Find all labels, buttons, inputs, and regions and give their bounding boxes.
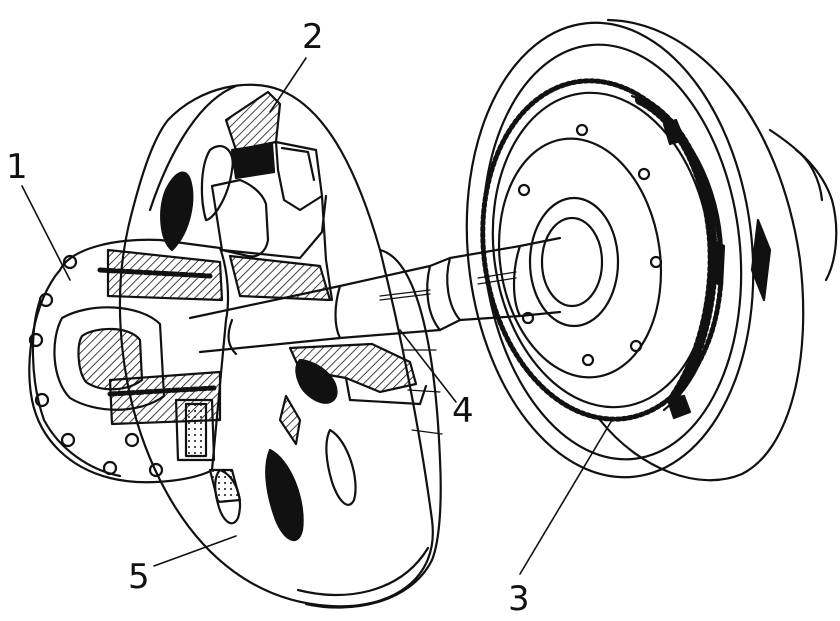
callout-label-3: 3 (508, 579, 530, 619)
axle-box-housing (28, 238, 230, 484)
bolt (28, 332, 44, 348)
brake-block-lower (288, 342, 428, 406)
wheel-spoke-hole (325, 428, 357, 506)
wheel-spoke-hole (265, 448, 304, 542)
bolt (124, 432, 140, 448)
bolt (62, 254, 78, 270)
bolt (102, 460, 118, 476)
wheel-spoke-hole (160, 171, 194, 252)
gear-ring-outer (480, 78, 724, 422)
housing-section-mid (228, 254, 332, 302)
right-wheel-back-rim (598, 18, 805, 482)
leader-3 (519, 419, 613, 575)
right-hub (528, 196, 620, 328)
bolt-hole (517, 183, 531, 197)
leader-4 (399, 329, 457, 403)
callout-label-2: 2 (302, 17, 324, 57)
leader-1 (21, 185, 71, 281)
right-wheel-flange (465, 21, 755, 479)
bolt (60, 432, 76, 448)
bolt (34, 392, 50, 408)
callout-label-1: 1 (6, 147, 28, 187)
bolt-hole (637, 167, 651, 181)
callout-label-5: 5 (128, 557, 150, 597)
bolt-hole (581, 353, 595, 367)
axle-lower-edge (198, 310, 562, 354)
leader-5 (153, 535, 237, 567)
housing-section-top (224, 90, 282, 152)
left-wheel-outer-rim (118, 83, 434, 608)
axle-box (28, 238, 230, 484)
callout-label-4: 4 (452, 391, 474, 431)
gear-hub-plate (497, 137, 663, 379)
wheel-spoke-hole (200, 145, 234, 222)
left-wheel (118, 83, 443, 609)
left-wheel-tread (148, 84, 238, 212)
bolt-hole (521, 311, 535, 325)
right-wheel (465, 18, 838, 482)
bolt (38, 292, 54, 308)
sectioned-bearing-housing (210, 90, 334, 302)
leader-2 (269, 57, 307, 113)
bolt-hole (649, 255, 663, 269)
bolt-hole (575, 123, 589, 137)
bolt-hole (629, 339, 643, 353)
leader-lines (21, 57, 613, 575)
bolt (148, 462, 164, 478)
